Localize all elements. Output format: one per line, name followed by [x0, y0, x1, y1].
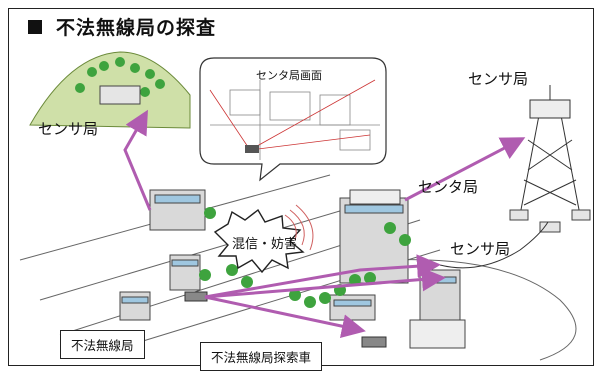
radio-waves: [284, 204, 314, 251]
signal-arrows: [123, 109, 526, 338]
label-illegal-station: 不法無線局: [60, 330, 145, 359]
label-interference: 混信・妨害: [232, 237, 298, 252]
title-row: 不法無線局の探査: [28, 13, 216, 40]
sensor-tower: [519, 85, 581, 216]
search-vehicle-car: [361, 336, 387, 348]
label-center-screen: センタ局画面: [256, 69, 322, 82]
title-bullet: [28, 19, 42, 34]
antenna-cable: [439, 221, 549, 269]
road-2: [39, 204, 361, 301]
tower-base-boxes: [509, 209, 591, 233]
hill-sensor-building: [99, 85, 141, 105]
center-screen-map: [209, 79, 380, 160]
label-sensor-mid-right: センサ局: [450, 240, 511, 258]
interference-burst: [213, 208, 305, 274]
buildings: [119, 189, 466, 349]
hill-trees: [75, 57, 165, 97]
page-title: 不法無線局の探査: [56, 17, 217, 39]
label-center-station: センタ局: [418, 178, 479, 196]
label-sensor-top-right: センサ局: [468, 70, 529, 88]
label-sensor-left: センサ局: [38, 120, 99, 138]
illegal-station-car: [184, 291, 208, 302]
label-search-vehicle: 不法無線局探索車: [200, 342, 323, 371]
center-screen-vehicle-icon: [245, 145, 259, 153]
